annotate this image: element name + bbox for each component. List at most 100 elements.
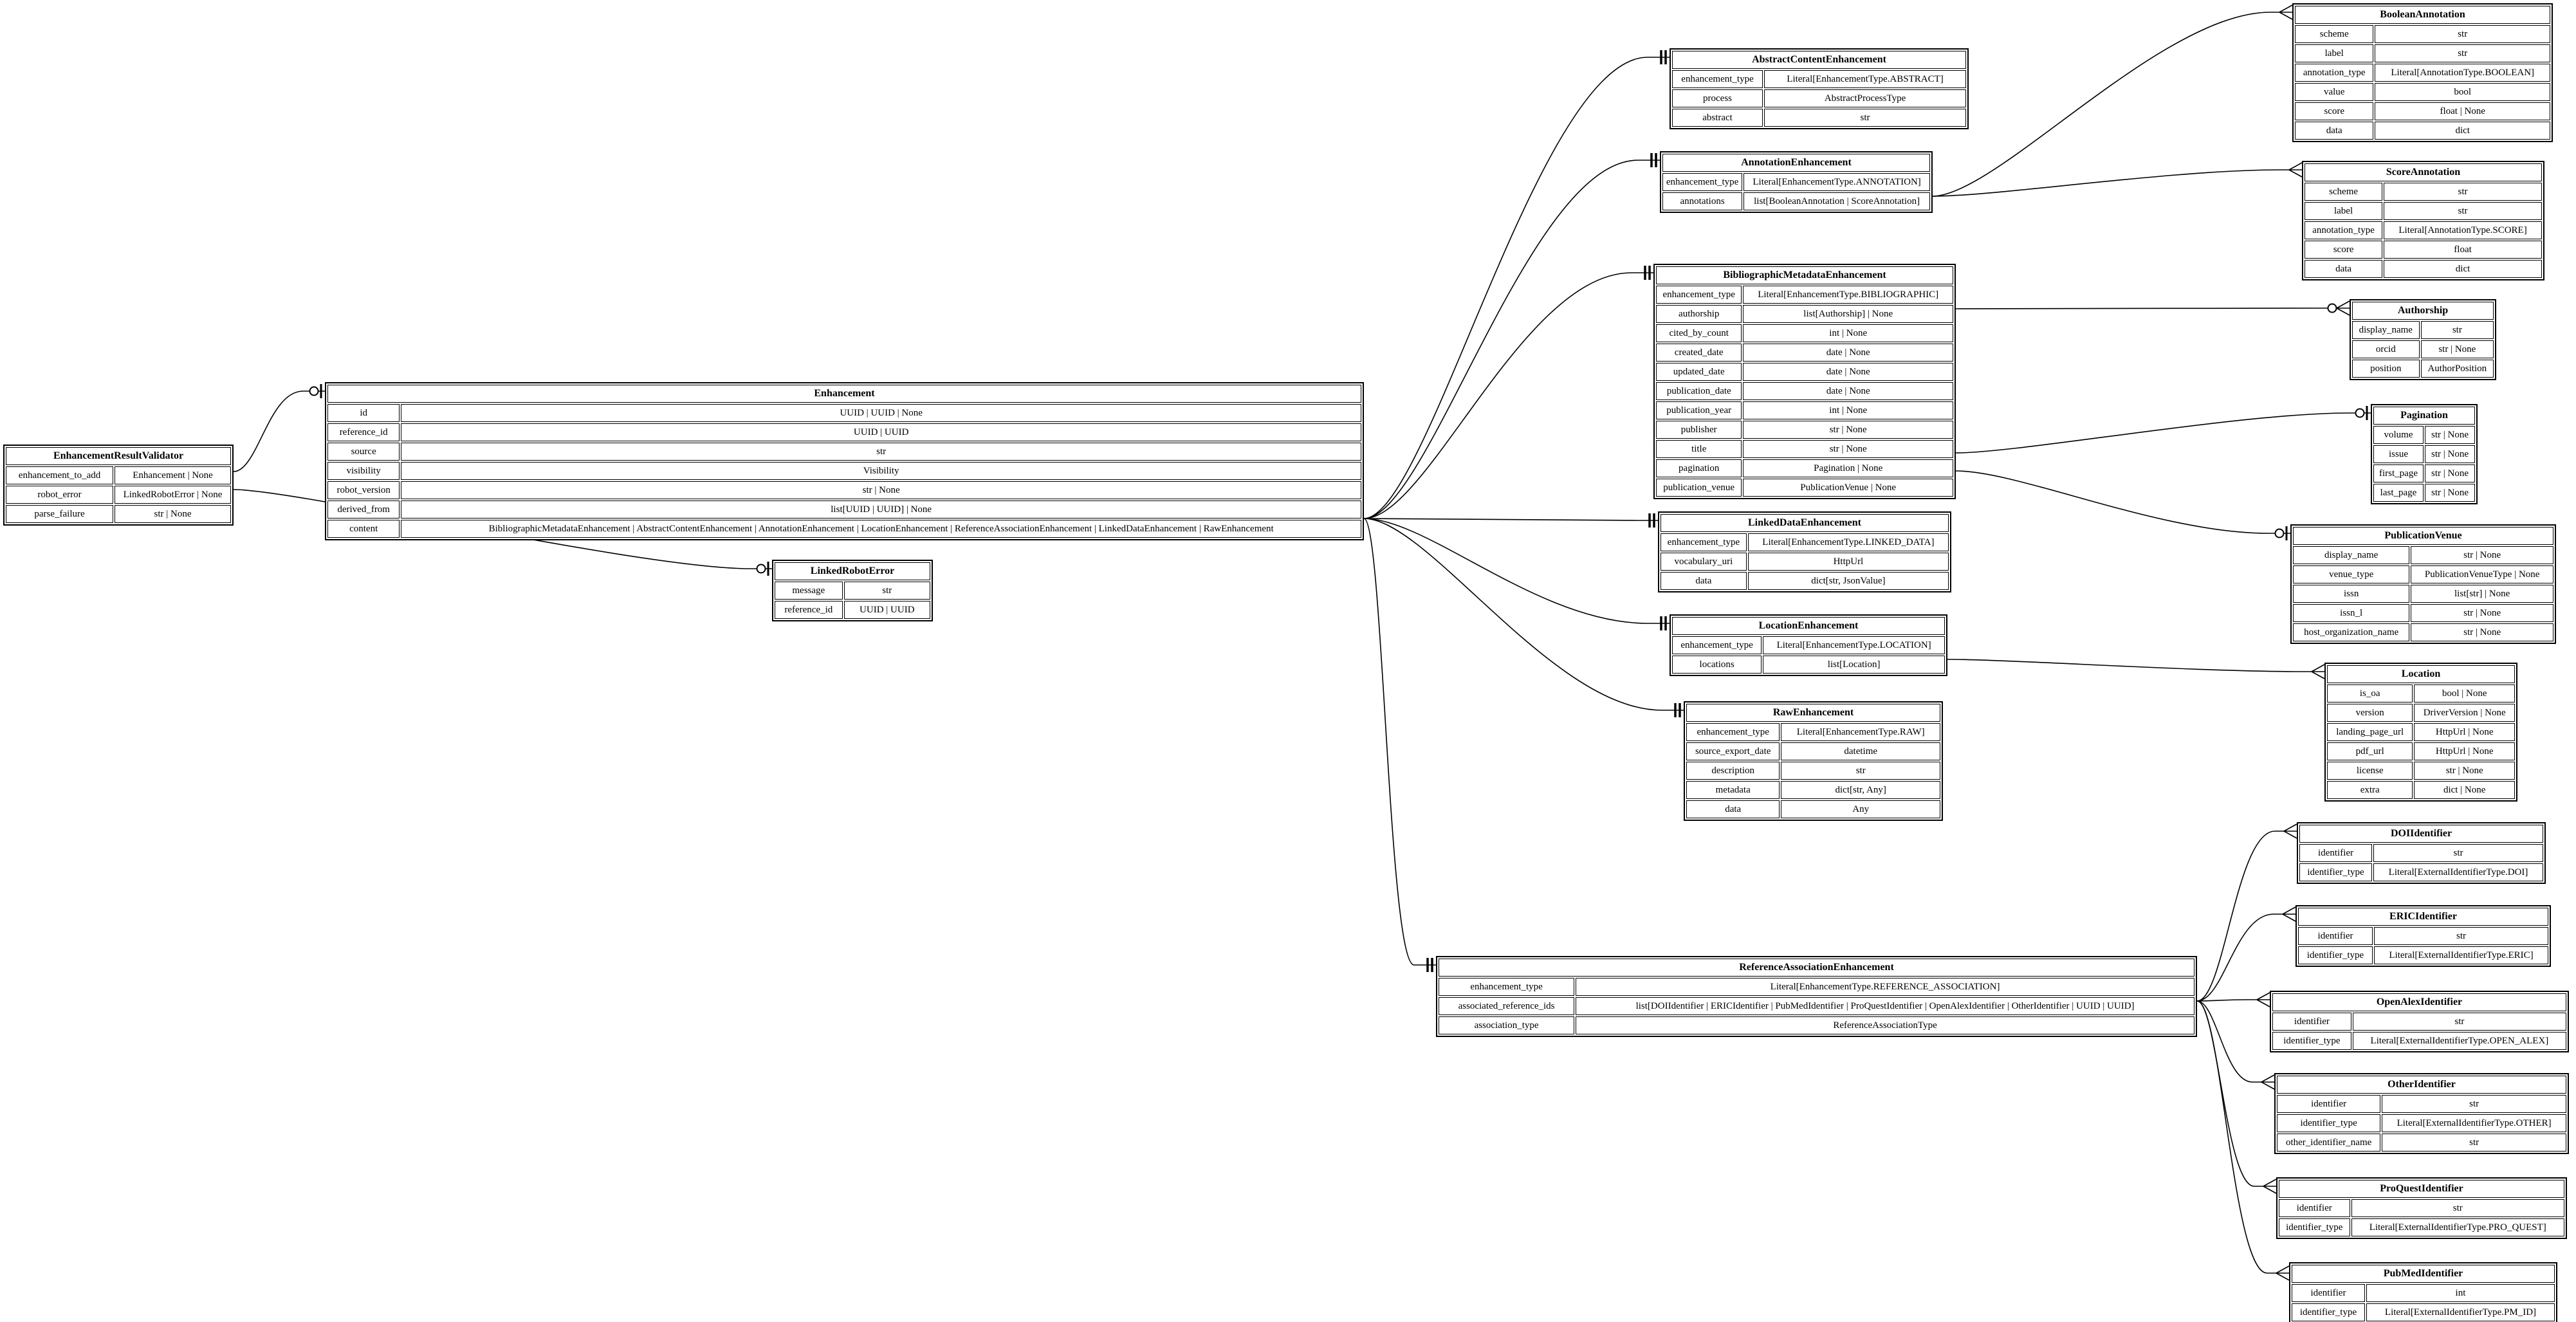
field-name: derived_from [327, 500, 400, 519]
field-type: dict [2384, 260, 2542, 278]
field-name: value [2295, 83, 2374, 101]
field-name: data [2295, 122, 2374, 140]
field-name: cited_by_count [1656, 324, 1742, 342]
field-name: issn_l [2293, 604, 2410, 622]
field-type: HttpUrl | None [2414, 742, 2515, 760]
field-type: str | None [2411, 604, 2553, 622]
entity-title: ERICIdentifier [2298, 908, 2548, 926]
field-type: Literal[ExternalIdentifierType.PRO_QUEST… [2351, 1218, 2564, 1236]
field-name: license [2327, 762, 2413, 780]
field-name: metadata [1686, 781, 1780, 799]
relationship-edge [1363, 153, 1660, 519]
field-name: data [2305, 260, 2383, 278]
field-type: date | None [1743, 382, 1953, 400]
field-name: last_page [2373, 484, 2424, 502]
field-type: UUID | UUID [843, 601, 930, 619]
field-name: abstract [1672, 109, 1763, 127]
relationship-edge [2196, 1000, 2275, 1090]
field-name: venue_type [2293, 565, 2410, 583]
entity-title: RawEnhancement [1686, 704, 1940, 722]
field-name: identifier [2277, 1095, 2381, 1113]
field-name: landing_page_url [2327, 723, 2413, 741]
field-name: annotation_type [2295, 64, 2374, 82]
field-type: Literal[EnhancementType.RAW] [1781, 723, 1940, 741]
relationship-edge [1932, 5, 2293, 197]
field-type: str | None [2425, 484, 2475, 502]
field-type: bool | None [2414, 684, 2515, 702]
relationship-edge [2196, 1000, 2277, 1194]
field-type: Literal[EnhancementType.ABSTRACT] [1764, 70, 1966, 88]
entity-title: PubMedIdentifier [2292, 1265, 2555, 1283]
field-type: BibliographicMetadataEnhancement | Abstr… [401, 520, 1361, 538]
field-name: parse_failure [6, 505, 114, 523]
field-name: title [1656, 440, 1742, 458]
field-type: AuthorPosition [2420, 360, 2494, 378]
entity-title: ReferenceAssociationEnhancement [1439, 959, 2194, 977]
field-type: dict[str, JsonValue] [1747, 572, 1949, 590]
field-name: enhancement_type [1662, 173, 1743, 191]
field-type: PublicationVenueType | None [2411, 565, 2553, 583]
field-type: dict[str, Any] [1781, 781, 1940, 799]
field-name: enhancement_type [1686, 723, 1780, 741]
field-name: description [1686, 762, 1780, 780]
field-type: list[DOIIdentifier | ERICIdentifier | Pu… [1576, 997, 2194, 1015]
field-name: pagination [1656, 459, 1742, 477]
field-name: orcid [2352, 340, 2420, 358]
relationship-edge [1363, 518, 1684, 717]
field-type: UUID | UUID [401, 423, 1361, 441]
field-name: score [2295, 102, 2374, 120]
field-type: str [843, 582, 930, 600]
field-name: other_identifier_name [2277, 1134, 2381, 1152]
relationship-edge [1363, 518, 1670, 630]
field-type: DriverVersion | None [2414, 704, 2515, 722]
field-name: id [327, 404, 400, 422]
relationship-edge [1932, 162, 2303, 197]
field-type: str | None [2411, 546, 2553, 564]
field-name: message [775, 582, 843, 600]
entity-title: OpenAlexIdentifier [2272, 993, 2566, 1011]
field-type: int | None [1743, 401, 1953, 419]
entity-title: LinkedRobotError [775, 562, 930, 580]
field-type: AbstractProcessType [1764, 89, 1966, 107]
field-name: display_name [2352, 321, 2420, 339]
field-type: str [2382, 1134, 2566, 1152]
